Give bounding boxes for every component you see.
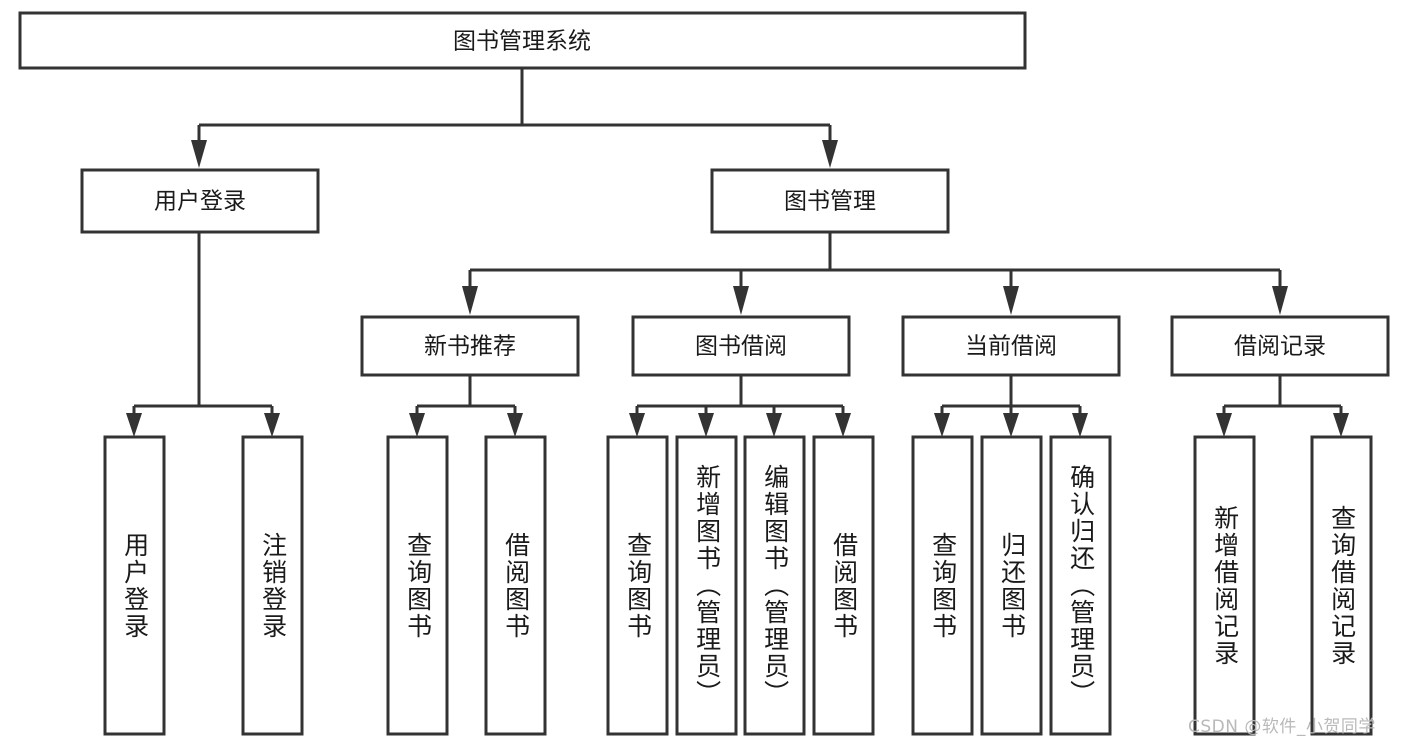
node-borrow-record-box[interactable] <box>1170 315 1390 377</box>
watermark-text: CSDN @软件_小贺同学 <box>1188 717 1376 737</box>
node-user-login[interactable]: 用户登录 <box>80 168 320 234</box>
arrowhead-borrow-to-l2 <box>698 413 714 437</box>
node-leaf-return-book-box[interactable] <box>980 435 1043 736</box>
node-leaf-borrow-book-recommend-box[interactable] <box>484 435 547 736</box>
arrowhead-book-to-record <box>1272 286 1288 315</box>
node-user-login-label: 用户登录 <box>154 189 246 215</box>
arrowhead-newbook-to-l2 <box>507 413 523 437</box>
node-root-box[interactable] <box>18 11 1027 70</box>
connector-group-new-book <box>409 375 523 437</box>
node-new-book-recommend-label: 新书推荐 <box>424 334 516 360</box>
node-book-management-label: 图书管理 <box>784 189 876 215</box>
connector-group-borrow-record <box>1216 375 1349 437</box>
node-leaf-query-record-box[interactable] <box>1310 435 1373 736</box>
connector-group-book-borrow <box>629 375 851 437</box>
connector-group-root <box>191 68 838 168</box>
node-leaf-user-login-box[interactable] <box>103 435 166 736</box>
node-current-borrow-label: 当前借阅 <box>965 334 1057 360</box>
arrowhead-borrow-to-l4 <box>835 413 851 437</box>
node-user-login-box[interactable] <box>80 168 320 234</box>
arrowhead-current-to-l3 <box>1072 413 1088 437</box>
arrowhead-root-to-user <box>191 140 207 168</box>
arrowhead-book-to-new <box>462 286 478 315</box>
node-leaf-add-record-box[interactable] <box>1193 435 1256 736</box>
arrowhead-book-to-borrow <box>733 286 749 315</box>
node-borrow-record[interactable]: 借阅记录 <box>1170 315 1390 377</box>
node-book-management[interactable]: 图书管理 <box>710 168 950 234</box>
node-current-borrow[interactable]: 当前借阅 <box>901 315 1121 377</box>
node-leaf-logout-box[interactable] <box>241 435 304 736</box>
arrowhead-borrow-to-l1 <box>629 413 645 437</box>
node-borrow-record-label: 借阅记录 <box>1234 334 1326 360</box>
arrowhead-book-to-current <box>1003 286 1019 315</box>
arrowhead-borrow-to-l3 <box>766 413 782 437</box>
node-book-management-box[interactable] <box>710 168 950 234</box>
node-root-label: 图书管理系统 <box>453 29 591 55</box>
node-new-book-recommend[interactable]: 新书推荐 <box>360 315 580 377</box>
connector-group-book-mgmt <box>462 232 1288 315</box>
node-new-book-recommend-box[interactable] <box>360 315 580 377</box>
arrowhead-current-to-l2 <box>1003 413 1019 437</box>
connector-group-current-borrow <box>934 375 1088 437</box>
arrowhead-newbook-to-l1 <box>409 413 425 437</box>
node-leaf-edit-book-box[interactable] <box>743 435 806 736</box>
arrowhead-user-to-l2 <box>264 413 280 437</box>
arrowhead-user-to-l1 <box>126 413 142 437</box>
node-leaf-borrow-book-box[interactable] <box>812 435 875 736</box>
node-root[interactable]: 图书管理系统 <box>18 11 1027 70</box>
node-current-borrow-box[interactable] <box>901 315 1121 377</box>
arrowhead-record-to-l1 <box>1216 413 1232 437</box>
node-leaf-query-book-borrow-box[interactable] <box>606 435 669 736</box>
node-leaf-query-book-current-box[interactable] <box>911 435 974 736</box>
node-book-borrow-label: 图书借阅 <box>695 334 787 360</box>
arrowhead-current-to-l1 <box>934 413 950 437</box>
node-leaf-add-book-box[interactable] <box>675 435 738 736</box>
connector-group-user-login <box>126 232 280 437</box>
node-leaf-confirm-return-box[interactable] <box>1049 435 1112 736</box>
arrowhead-root-to-book <box>822 140 838 168</box>
node-book-borrow[interactable]: 图书借阅 <box>631 315 851 377</box>
node-leaf-query-book-recommend-box[interactable] <box>386 435 449 736</box>
arrowhead-record-to-l2 <box>1333 413 1349 437</box>
node-book-borrow-box[interactable] <box>631 315 851 377</box>
